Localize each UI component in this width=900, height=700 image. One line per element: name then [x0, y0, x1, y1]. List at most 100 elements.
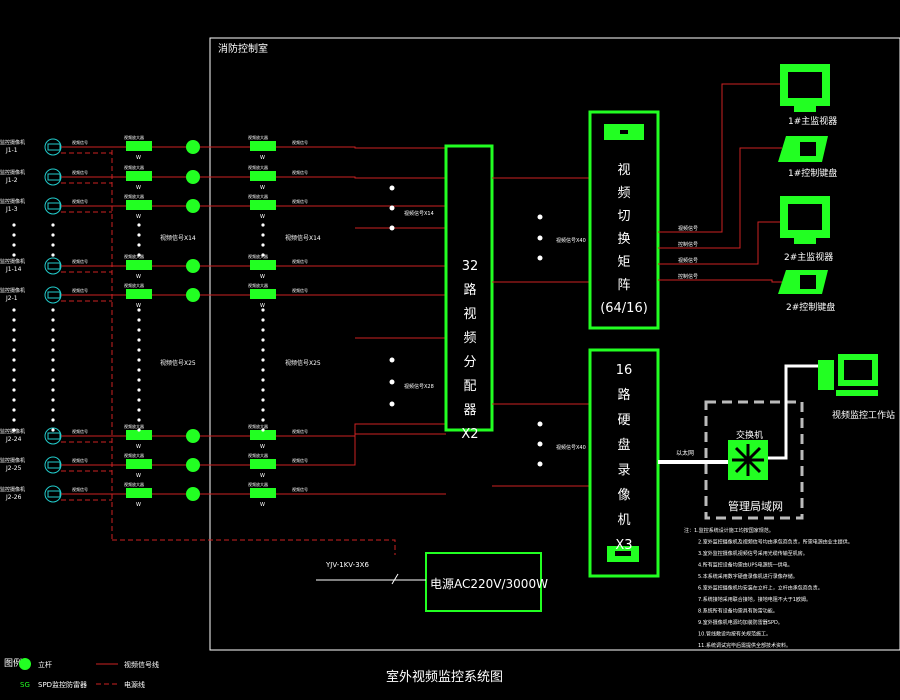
video-signal-label: 视频信号 [72, 287, 88, 293]
amplifier-icon [126, 260, 152, 270]
pole-icon [186, 170, 200, 184]
amplifier-icon [250, 459, 276, 469]
amplifier-icon [126, 141, 152, 151]
box-char: 分 [463, 355, 476, 370]
camera-icon [44, 286, 62, 304]
w-label: W [260, 303, 265, 309]
box-char: 硬 [617, 413, 630, 428]
w-label: W [136, 502, 141, 508]
video-signal-label: 视频信号 [72, 457, 88, 463]
pole-icon [186, 288, 200, 302]
workstation-icon [818, 354, 878, 396]
note-line: 6.室外监控摄像机均安装在立杆上，立杆由承包商负责。 [698, 585, 823, 592]
keyboard-2-label: 2#控制键盘 [786, 301, 835, 313]
video-signal-label: 视频信号 [292, 287, 308, 293]
camera-label: 监控摄像机 [0, 428, 25, 435]
note-line: 5.本系统采用数字硬盘录像机进行录像存储。 [698, 573, 798, 580]
power-label: 电源AC220V/3000W [430, 577, 548, 591]
amplifier-label: 视频放大器 [248, 481, 268, 487]
amplifier-icon [126, 459, 152, 469]
box-char: 32 [462, 259, 479, 274]
workstation-label: 视频监控工作站 [832, 409, 895, 421]
camera-label: 监控摄像机 [0, 198, 25, 205]
box-char: 器 [463, 403, 476, 418]
video-distributor-box [444, 144, 494, 432]
signal-x28-right: 视频信号X28 [404, 383, 434, 390]
box-char: 频 [463, 331, 476, 346]
amplifier-label: 视频放大器 [248, 193, 268, 199]
camera-id: J2-1 [5, 295, 18, 302]
w-label: W [260, 502, 265, 508]
camera-icon [44, 197, 62, 215]
video-signal-label: 视频信号 [72, 258, 88, 264]
note-line: 11.系统调试完毕后需提供全部技术资料。 [698, 642, 791, 649]
video-signal-label: 视频信号 [292, 169, 308, 175]
video-signal-label: 视频信号 [72, 486, 88, 492]
video-signal-label: 视频信号 [72, 139, 88, 145]
signal-x14-left: 视频信号X14 [160, 234, 196, 242]
amplifier-label: 视频放大器 [124, 481, 144, 487]
lan-box [704, 400, 804, 520]
pole-icon [186, 429, 200, 443]
camera-icon [44, 168, 62, 186]
camera-id: J1-14 [5, 266, 22, 273]
amplifier-label: 视频放大器 [248, 282, 268, 288]
amplifier-icon [250, 488, 276, 498]
w-label: W [260, 214, 265, 220]
video-signal-label: 视频信号 [72, 169, 88, 175]
w-label: W [260, 185, 265, 191]
box-char: 盘 [617, 437, 630, 453]
diagram-title: 室外视频监控系统图 [386, 669, 503, 685]
pole-icon [186, 259, 200, 273]
box-char: 阵 [617, 278, 630, 293]
camera-label: 监控摄像机 [0, 258, 25, 265]
cable-label: YJV-1KV-3X6 [325, 561, 369, 569]
pole-icon [186, 140, 200, 154]
control-room-frame [209, 37, 900, 651]
camera-icon [44, 456, 62, 474]
monitor-1-label: 1#主监视器 [788, 115, 837, 127]
matrix-out-ctrl-2: 控制信号 [678, 273, 698, 280]
video-signal-label: 视频信号 [292, 139, 308, 145]
note-line: 7.系统接地采用联合接地，接地电阻不大于1欧姆。 [698, 596, 811, 603]
legend-power-line-label: 电源线 [124, 680, 145, 689]
video-signal-label: 视频信号 [292, 428, 308, 434]
video-signal-label: 视频信号 [72, 198, 88, 204]
note-line: 9.室外摄像机电源均加装防雷器SPD。 [698, 619, 783, 626]
monitor-2-icon [780, 196, 830, 244]
lan-label: 管理局域网 [728, 499, 783, 513]
amplifier-label: 视频放大器 [248, 134, 268, 140]
camera-label: 监控摄像机 [0, 287, 25, 294]
amplifier-label: 视频放大器 [124, 193, 144, 199]
box-char: 矩 [617, 255, 630, 270]
w-label: W [136, 155, 141, 161]
note-line: 10.管线敷设均按有关规范施工。 [698, 631, 771, 638]
amplifier-icon [126, 200, 152, 210]
camera-id: J2-26 [5, 494, 22, 501]
signal-x40-bottom: 视频信号X40 [556, 444, 586, 451]
note-line: 2.室外监控摄像机及视频信号均由承包商负责，所需电源由业主提供。 [698, 539, 853, 546]
video-signal-label: 视频信号 [292, 457, 308, 463]
ethernet-label: 以太网 [676, 449, 694, 457]
w-label: W [260, 473, 265, 479]
camera-id: J1-1 [5, 147, 18, 154]
box-char: 机 [617, 513, 630, 528]
amplifier-label: 视频放大器 [124, 423, 144, 429]
w-label: W [260, 444, 265, 450]
video-signal-label: 视频信号 [72, 428, 88, 434]
keyboard-1-label: 1#控制键盘 [788, 167, 837, 179]
pole-icon [186, 199, 200, 213]
amplifier-label: 视频放大器 [248, 164, 268, 170]
camera-id: J1-3 [5, 206, 18, 213]
w-label: W [136, 473, 141, 479]
note-line: 3.室外监控摄像机视频信号采用光缆传输至机房。 [698, 550, 808, 557]
camera-icon [44, 138, 62, 156]
box-char: 路 [463, 282, 476, 298]
legend-spd-mark: SG [20, 681, 30, 689]
amplifier-icon [250, 200, 276, 210]
amplifier-label: 视频放大器 [248, 452, 268, 458]
